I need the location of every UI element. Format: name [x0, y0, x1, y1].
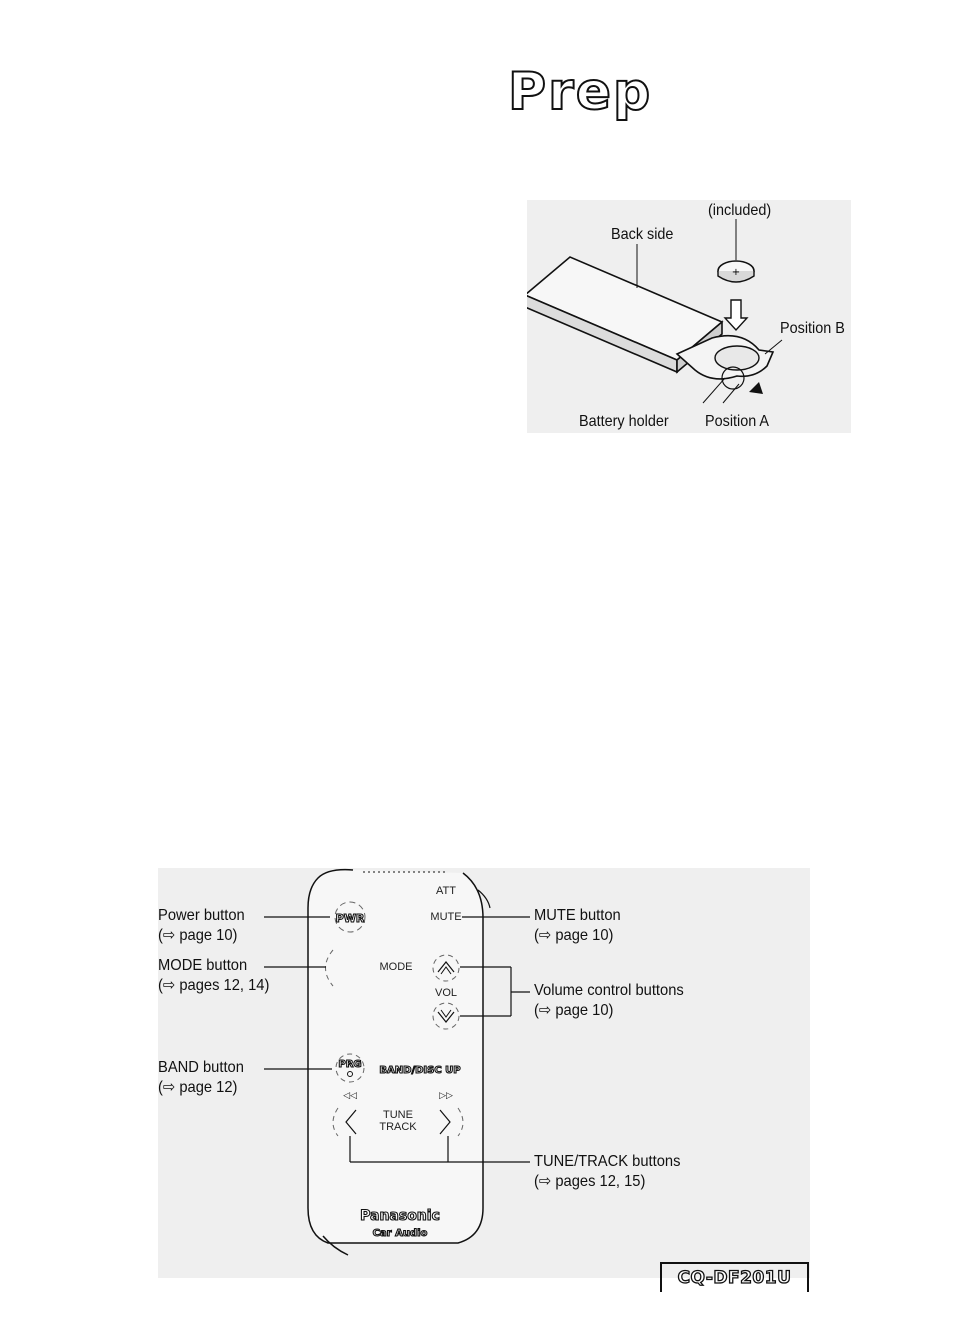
mute-button-name: MUTE button — [534, 907, 621, 924]
tune-track-name: TUNE/TRACK buttons — [534, 1153, 681, 1170]
volume-buttons-ref: (⇨ page 10) — [534, 1002, 614, 1019]
tune-label: TUNE — [383, 1109, 413, 1121]
battery-holder-label: Battery holder — [579, 413, 669, 430]
band-button-callout: BAND button (⇨ page 12) — [158, 1058, 244, 1098]
tune-track-callout: TUNE/TRACK buttons (⇨ pages 12, 15) — [534, 1152, 680, 1192]
mute-button-callout: MUTE button (⇨ page 10) — [534, 906, 621, 946]
band-button-ref: (⇨ page 12) — [158, 1079, 238, 1096]
pwr-button-label: PWR — [336, 912, 365, 925]
tune-track-ref: (⇨ pages 12, 15) — [534, 1173, 646, 1190]
mute-button-label: MUTE — [430, 911, 461, 923]
mode-button-callout: MODE button (⇨ pages 12, 14) — [158, 956, 269, 996]
position-a-label: Position A — [705, 413, 770, 430]
mode-button-label: MODE — [380, 961, 413, 973]
svg-text:◁◁: ◁◁ — [343, 1091, 357, 1101]
remote-figure: PWR ATT MUTE MODE VOL PRG BAND/DISC UP ◁… — [158, 868, 810, 1278]
remote-illustration: PWR ATT MUTE MODE VOL PRG BAND/DISC UP ◁… — [264, 868, 530, 1256]
volume-buttons-callout: Volume control buttons (⇨ page 10) — [534, 981, 684, 1021]
battery-figure: + (included) Back side Position B Batter… — [523, 200, 851, 433]
page-title: Prep — [507, 61, 653, 123]
power-button-name: Power button — [158, 907, 245, 924]
battery-illustration: + — [523, 219, 783, 404]
svg-text:ATT: ATT — [436, 885, 456, 897]
band-disc-up-label: BAND/DISC UP — [379, 1065, 460, 1076]
track-label: TRACK — [379, 1121, 417, 1133]
mode-button-name: MODE button — [158, 957, 248, 974]
volume-buttons-name: Volume control buttons — [534, 982, 684, 999]
power-button-callout: Power button (⇨ page 10) — [158, 906, 245, 946]
vol-label: VOL — [435, 987, 457, 999]
mute-button-ref: (⇨ page 10) — [534, 927, 614, 944]
svg-text:▷▷: ▷▷ — [439, 1091, 453, 1101]
model-number-box: CQ-DF201U — [660, 1262, 809, 1292]
band-button-name: BAND button — [158, 1059, 244, 1076]
model-number: CQ-DF201U — [677, 1267, 792, 1288]
mode-button-ref: (⇨ pages 12, 14) — [158, 977, 270, 994]
included-label: (included) — [708, 202, 772, 219]
panasonic-logo: Panasonic — [360, 1208, 440, 1224]
position-b-label: Position B — [780, 320, 845, 337]
power-button-ref: (⇨ page 10) — [158, 927, 238, 944]
car-audio-logo: Car Audio — [373, 1228, 428, 1239]
battery-plus-sign: + — [732, 267, 740, 278]
prg-button-label: PRG — [338, 1059, 361, 1070]
back-side-label: Back side — [611, 226, 674, 243]
